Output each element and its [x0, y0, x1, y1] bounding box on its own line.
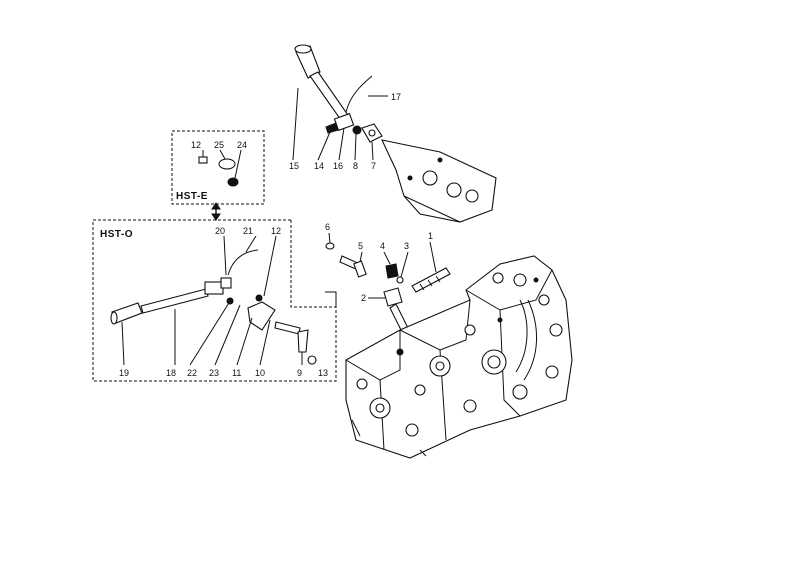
top-cover	[381, 139, 497, 223]
hst-o-box: HST-O	[92, 219, 337, 382]
callout-24: 24	[237, 140, 247, 150]
hst-e-label: HST-E	[176, 191, 208, 202]
nut-part	[307, 355, 317, 365]
knob-part	[110, 302, 143, 325]
callout-10: 10	[255, 368, 265, 378]
callout-8: 8	[353, 161, 358, 171]
callout-1: 1	[428, 231, 433, 241]
callout-13: 13	[318, 368, 328, 378]
rod-part	[140, 288, 209, 314]
callout-23: 23	[209, 368, 219, 378]
callout-3: 3	[404, 241, 409, 251]
callout-15: 15	[289, 161, 299, 171]
hst-e-oring-part	[218, 158, 236, 170]
callout-6: 6	[325, 222, 330, 232]
plate-part	[247, 294, 276, 331]
pin-part	[274, 321, 301, 335]
callout-22: 22	[187, 368, 197, 378]
callout-16: 16	[333, 161, 343, 171]
callout-19: 19	[119, 368, 129, 378]
callout-12b: 12	[271, 226, 281, 236]
link-arrow	[211, 202, 221, 221]
callout-18: 18	[166, 368, 176, 378]
callout-11: 11	[232, 368, 241, 378]
callout-25: 25	[214, 140, 224, 150]
hst-e-box: HST-E 12 25 24	[171, 130, 265, 205]
hst-e-screw-part	[198, 150, 208, 164]
callout-17: 17	[391, 92, 401, 102]
callout-2: 2	[361, 293, 366, 303]
callout-7: 7	[371, 161, 376, 171]
lever-part	[297, 329, 309, 353]
hst-e-nut-part	[227, 149, 242, 187]
upper-lever-assembly: 15 14 16 8 7 17	[289, 44, 401, 171]
box-connector	[325, 291, 337, 307]
callout-21: 21	[243, 226, 253, 236]
callout-20: 20	[215, 226, 225, 236]
callout-9: 9	[297, 368, 302, 378]
bracket-part	[204, 277, 234, 305]
callout-14: 14	[314, 161, 324, 171]
transmission-housing	[345, 255, 573, 459]
hst-o-label: HST-O	[100, 229, 133, 240]
callout-4: 4	[380, 241, 385, 251]
callout-5: 5	[358, 241, 363, 251]
callout-12a: 12	[191, 140, 201, 150]
